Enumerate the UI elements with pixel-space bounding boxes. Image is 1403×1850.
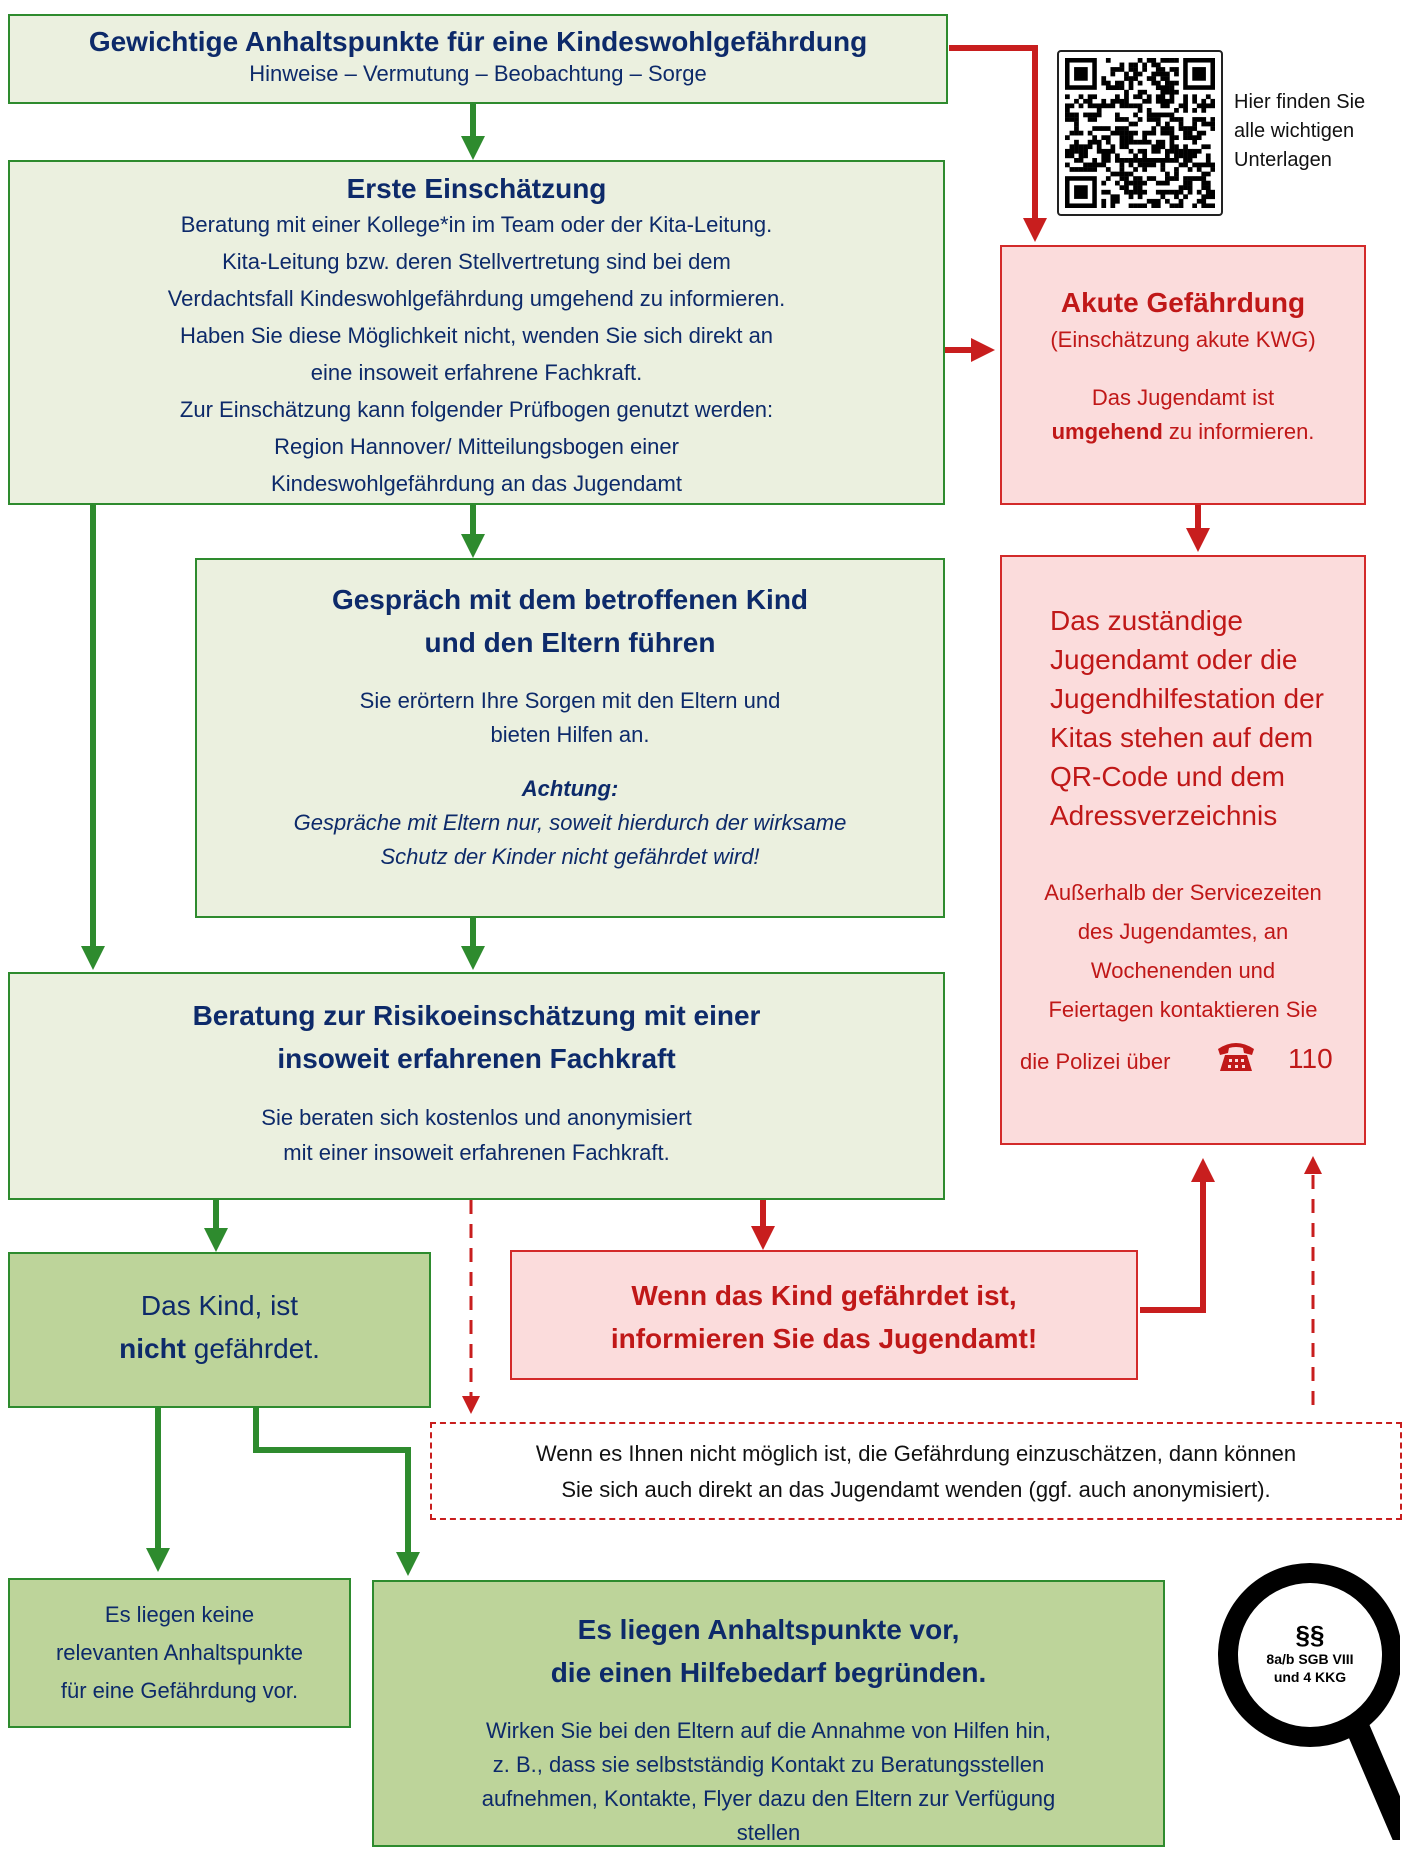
box-title: Akute Gefährdung — [1060, 287, 1306, 318]
text-line: Jugendhilfestation der — [1050, 683, 1324, 714]
text-line: Kitas stehen auf dem — [1050, 722, 1314, 753]
box-title: die einen Hilfebedarf begründen. — [550, 1657, 987, 1688]
box-risk-assessment: Beratung zur Risikoeinschätzung mit eine… — [8, 972, 945, 1200]
arrow-endangered-to-responsible — [1140, 1158, 1215, 1313]
arrow-top-to-acute — [949, 45, 1047, 242]
emphasis: umgehend — [1051, 419, 1163, 444]
text-line: Es liegen keine — [104, 1602, 255, 1627]
box-title: Gewichtige Anhaltspunkte für eine Kindes… — [88, 26, 868, 57]
arrow-not-endangered-to-indication — [253, 1408, 420, 1576]
box-title: Erste Einschätzung — [346, 173, 607, 204]
warning-title: Achtung: — [521, 776, 619, 801]
text-line: umgehend zu informieren. — [1002, 415, 1364, 449]
box-title: insoweit erfahrenen Fachkraft — [277, 1043, 676, 1074]
spacer — [197, 664, 943, 684]
text-line: für eine Gefährdung vor. — [60, 1678, 299, 1703]
law-reference: §§ 8a/b SGB VIII und 4 KKG — [1230, 1620, 1390, 1686]
box-subtitle: Hinweise – Vermutung – Beobachtung – Sor… — [249, 61, 707, 86]
text-line: bieten Hilfen an. — [490, 722, 650, 747]
text-line: Beratung mit einer Kollege*in im Team od… — [180, 212, 773, 237]
box-child-endangered: Wenn das Kind gefährdet ist, informieren… — [510, 1250, 1138, 1380]
box-title: Beratung zur Risikoeinschätzung mit eine… — [192, 1000, 761, 1031]
box-subtitle: (Einschätzung akute KWG) — [1050, 327, 1316, 352]
police-line: die Polizei über 110 — [1002, 1037, 1364, 1081]
text-line: Kindeswohlgefährdung an das Jugendamt — [271, 471, 682, 496]
text-line: Wochenenden und — [1090, 958, 1276, 983]
spacer — [197, 752, 943, 772]
box-title: Es liegen Anhaltspunkte vor, — [577, 1614, 960, 1645]
box-acute-danger: Akute Gefährdung (Einschätzung akute KWG… — [1000, 245, 1366, 505]
box-indications-need-for-help: Es liegen Anhaltspunkte vor, die einen H… — [372, 1580, 1165, 1847]
text-line: informieren Sie das Jugendamt! — [610, 1323, 1038, 1354]
qr-code-icon — [1065, 58, 1215, 208]
box-talk-with-child-and-parents: Gespräch mit dem betroffenen Kind und de… — [195, 558, 945, 918]
qr-caption-line: Hier finden Sie — [1234, 91, 1366, 113]
police-label: die Polizei über — [1020, 1049, 1171, 1074]
text-line: Wenn es Ihnen nicht möglich ist, die Gef… — [535, 1441, 1297, 1466]
box-significant-indications: Gewichtige Anhaltspunkte für eine Kindes… — [8, 14, 948, 104]
text-line: Verdachtsfall Kindeswohlgefährdung umgeh… — [167, 286, 786, 311]
text-line: Region Hannover/ Mitteilungsbogen einer — [274, 434, 679, 459]
text-line: relevanten Anhaltspunkte — [55, 1640, 304, 1665]
spacer — [374, 1694, 1163, 1714]
text-line: Wirken Sie bei den Eltern auf die Annahm… — [486, 1718, 1051, 1743]
text-line: Zur Einschätzung kann folgender Prüfboge… — [179, 397, 774, 422]
text-line: Kita-Leitung bzw. deren Stellvertretung … — [222, 249, 731, 274]
text-line: QR-Code und dem — [1050, 761, 1286, 792]
spacer — [1002, 357, 1364, 381]
text-line: nicht gefährdet. — [10, 1327, 429, 1370]
text-line: stellen — [736, 1820, 801, 1845]
text-line: eine insoweit erfahrene Fachkraft. — [310, 360, 643, 385]
responsible-text: Das zuständige Jugendamt oder die Jugend… — [1002, 601, 1364, 835]
text-line: z. B., dass sie selbstständig Kontakt zu… — [492, 1752, 1045, 1777]
text-line: Sie sich auch direkt an das Jugendamt we… — [561, 1477, 1271, 1502]
text-line: Jugendamt oder die — [1050, 644, 1298, 675]
law-line: und 4 KKG — [1273, 1669, 1347, 1685]
text-line: Haben Sie diese Möglichkeit nicht, wende… — [179, 323, 774, 348]
emphasis: nicht — [119, 1333, 186, 1364]
spacer — [10, 1080, 943, 1100]
box-title: Gespräch mit dem betroffenen Kind — [331, 584, 809, 615]
box-first-assessment: Erste Einschätzung Beratung mit einer Ko… — [8, 160, 945, 505]
text-line: Sie beraten sich kostenlos und anonymisi… — [261, 1105, 692, 1130]
box-unsure-contact-youth-office: Wenn es Ihnen nicht möglich ist, die Gef… — [430, 1422, 1402, 1520]
paragraph-symbol: §§ — [1295, 1620, 1325, 1650]
magnifier-icon — [1218, 1563, 1400, 1840]
text-line: aufnehmen, Kontakte, Flyer dazu den Elte… — [481, 1786, 1056, 1811]
qr-caption-line: Unterlagen — [1234, 149, 1332, 171]
text-line: Feiertagen kontaktieren Sie — [1048, 997, 1318, 1022]
box-no-relevant-indications: Es liegen keine relevanten Anhaltspunkte… — [8, 1578, 351, 1728]
box-title: und den Eltern führen — [424, 627, 716, 658]
text-fragment: gefährdet. — [186, 1333, 320, 1364]
text-line: Das Jugendamt ist — [1091, 385, 1275, 410]
text-line: des Jugendamtes, an — [1077, 919, 1289, 944]
box-responsible-youth-office: Das zuständige Jugendamt oder die Jugend… — [1000, 555, 1366, 1145]
qr-caption-line: alle wichtigen — [1234, 120, 1355, 142]
text-line: Das Kind, ist — [140, 1290, 299, 1321]
warning-line: Schutz der Kinder nicht gefährdet wird! — [380, 844, 760, 869]
qr-code-frame[interactable] — [1057, 50, 1223, 216]
text-line: Adressverzeichnis — [1050, 800, 1278, 831]
after-hours-note: Außerhalb der Servicezeiten des Jugendam… — [1002, 873, 1364, 1029]
box-child-not-endangered: Das Kind, ist nicht gefährdet. — [8, 1252, 431, 1408]
text-fragment: zu informieren. — [1162, 419, 1315, 444]
text-line: Außerhalb der Servicezeiten — [1044, 880, 1322, 905]
text-line: Das zuständige — [1050, 605, 1244, 636]
text-line: Wenn das Kind gefährdet ist, — [631, 1280, 1017, 1311]
law-line: 8a/b SGB VIII — [1266, 1651, 1354, 1667]
warning-line: Gespräche mit Eltern nur, soweit hierdur… — [293, 810, 847, 835]
text-line: mit einer insoweit erfahrenen Fachkraft. — [283, 1140, 670, 1165]
text-line: Sie erörtern Ihre Sorgen mit den Eltern … — [359, 688, 781, 713]
police-number: 110 — [1288, 1043, 1333, 1074]
qr-caption: Hier finden Sie alle wichtigen Unterlage… — [1234, 88, 1399, 175]
telephone-icon — [1218, 1043, 1254, 1071]
